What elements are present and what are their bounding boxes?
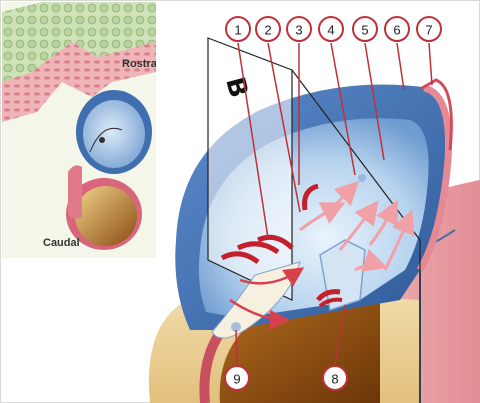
marker-5: 5 [353, 17, 377, 41]
marker-4: 4 [319, 17, 343, 41]
marker-8: 8 [323, 366, 347, 390]
svg-text:9: 9 [233, 372, 240, 387]
svg-text:8: 8 [331, 372, 338, 387]
marker-1: 1 [226, 17, 250, 41]
svg-text:4: 4 [327, 23, 334, 38]
marker-2: 2 [256, 17, 280, 41]
marker-6: 6 [385, 17, 409, 41]
svg-text:7: 7 [425, 23, 432, 38]
svg-text:5: 5 [361, 23, 368, 38]
marker-9: 9 [225, 366, 249, 390]
marker-3: 3 [287, 17, 311, 41]
svg-text:1: 1 [234, 23, 241, 38]
svg-text:3: 3 [295, 23, 302, 38]
svg-text:6: 6 [393, 23, 400, 38]
marker-7: 7 [417, 17, 441, 41]
svg-text:2: 2 [264, 23, 271, 38]
